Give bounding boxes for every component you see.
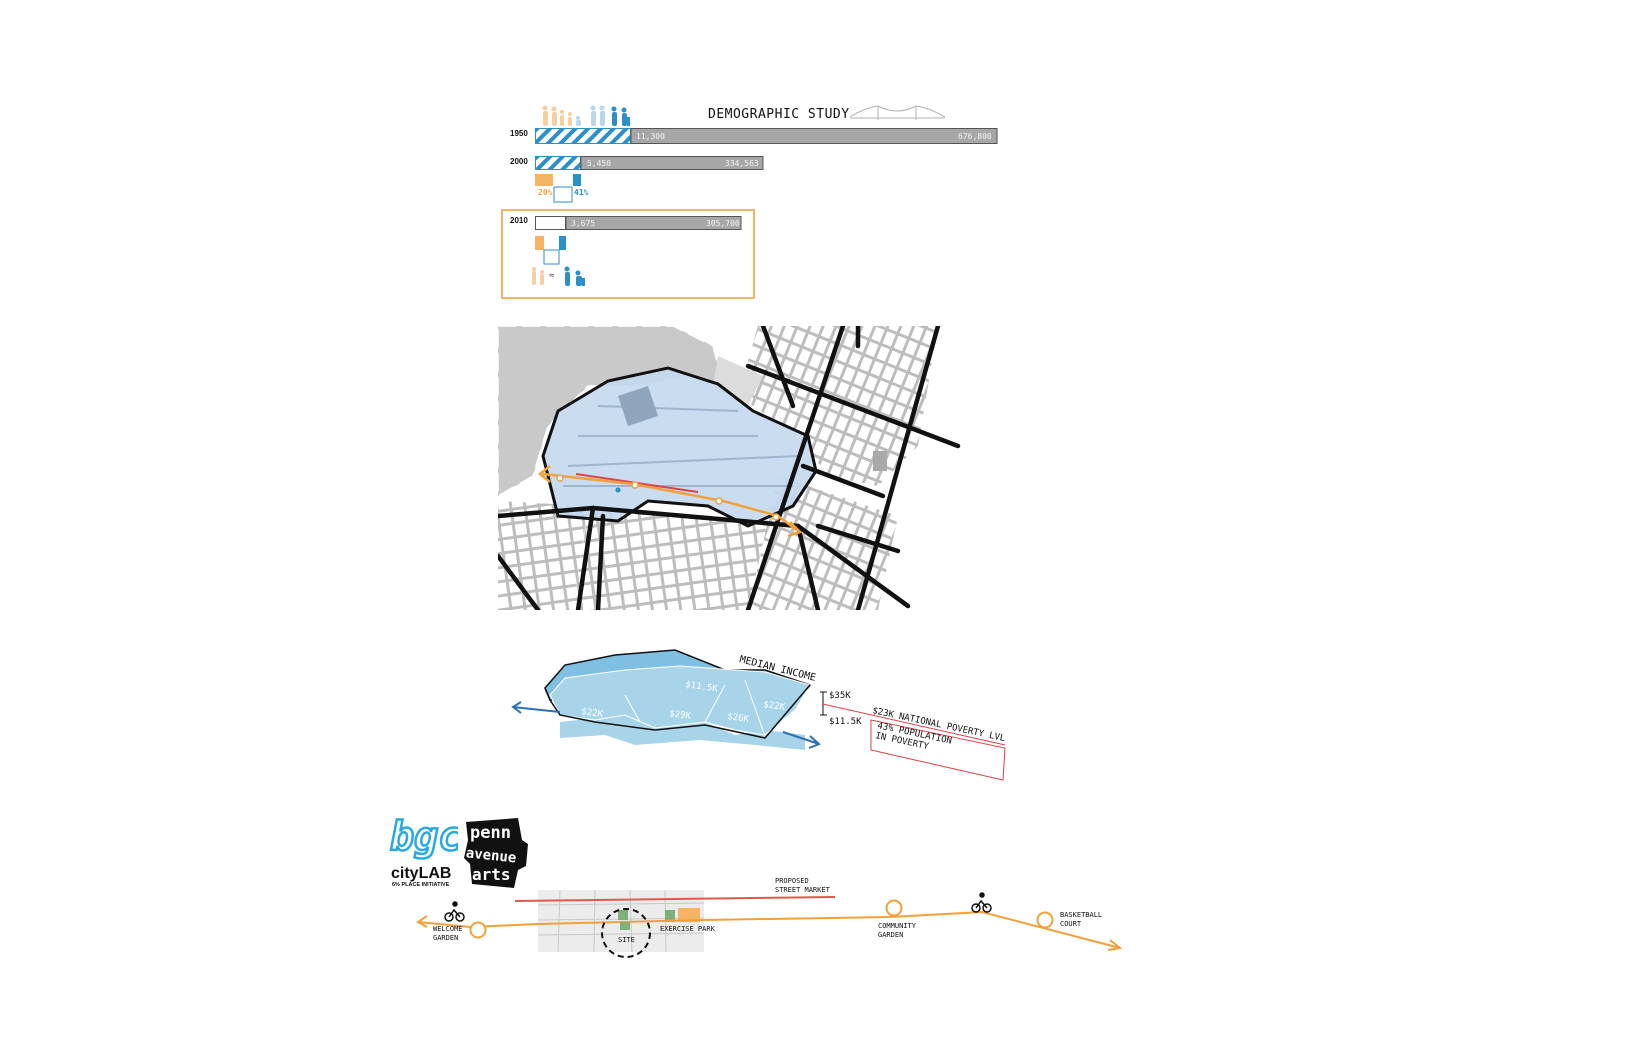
exercise-park-label: EXERCISE PARK <box>660 925 716 933</box>
city-pop-1950: 676,800 <box>958 132 992 141</box>
neighborhood-map <box>498 326 964 610</box>
citylab-subtitle: 6% PLACE INITIATIVE <box>392 882 450 888</box>
basketball-label-2: COURT <box>1060 920 1082 928</box>
youth-people-icon <box>532 267 544 285</box>
proposed-label-1: PROPOSED <box>775 877 809 885</box>
bar-1950 <box>535 128 998 144</box>
demographic-title: DEMOGRAPHIC STUDY <box>708 107 850 122</box>
bridge-icon <box>850 105 945 120</box>
route-diagram: PROPOSED STREET MARKET WELCOME GARDEN SI… <box>416 877 1123 958</box>
youth-pct-2000: 20% <box>538 188 553 197</box>
age-blocks-2010 <box>535 236 566 265</box>
bgc-logo: bgc <box>389 813 458 860</box>
senior-pct-2000: 41% <box>574 188 589 197</box>
zone-1-label: $11.5K <box>685 680 719 695</box>
svg-text:avenue: avenue <box>465 845 517 866</box>
citylab-logo: cityLAB <box>391 865 452 882</box>
community-label-1: COMMUNITY <box>878 922 917 930</box>
bar-2010 <box>535 216 742 230</box>
year-2000: 2000 <box>510 157 528 166</box>
approx-symbol: ≈ <box>549 271 555 281</box>
zone-4-label: $26K <box>727 712 750 725</box>
zone-2-label: $22K <box>581 707 604 720</box>
local-pop-2000: 5,450 <box>587 159 612 168</box>
scale-top-label: $35K <box>829 691 851 701</box>
penn-avenue-arts-logo: penn avenue arts <box>464 818 528 888</box>
svg-text:arts: arts <box>472 865 511 884</box>
city-pop-2000: 334,563 <box>725 159 759 168</box>
svg-text:penn: penn <box>470 823 511 843</box>
age-blocks-2000 <box>535 174 581 203</box>
city-pop-2010: 305,700 <box>706 219 740 228</box>
year-2010: 2010 <box>510 216 528 225</box>
scale-bottom-label: $11.5K <box>829 717 862 727</box>
bar-2000 <box>535 156 764 170</box>
local-pop-2010: 3,675 <box>571 219 596 228</box>
svg-text:bgc: bgc <box>390 814 458 860</box>
site-label: SITE <box>618 936 635 944</box>
year-1950: 1950 <box>510 129 528 138</box>
zone-3-label: $29K <box>669 709 692 722</box>
basketball-label-1: BASKETBALL <box>1060 911 1102 919</box>
welcome-label-2: GARDEN <box>433 934 458 942</box>
bike-icon-2 <box>971 892 992 913</box>
highlight-box-2010 <box>501 209 755 299</box>
welcome-label-1: WELCOME <box>433 925 463 933</box>
local-pop-1950: 11,300 <box>636 132 665 141</box>
senior-people-icon <box>564 266 585 286</box>
bike-icon <box>444 901 465 922</box>
zone-5-label: $22K <box>763 700 786 713</box>
community-label-2: GARDEN <box>878 931 903 939</box>
people-icons <box>542 105 630 126</box>
median-income-diagram: MEDIAN INCOME $11.5K $22K $29K $26K $22K… <box>511 649 1006 781</box>
proposed-label-2: STREET MARKET <box>775 886 831 894</box>
